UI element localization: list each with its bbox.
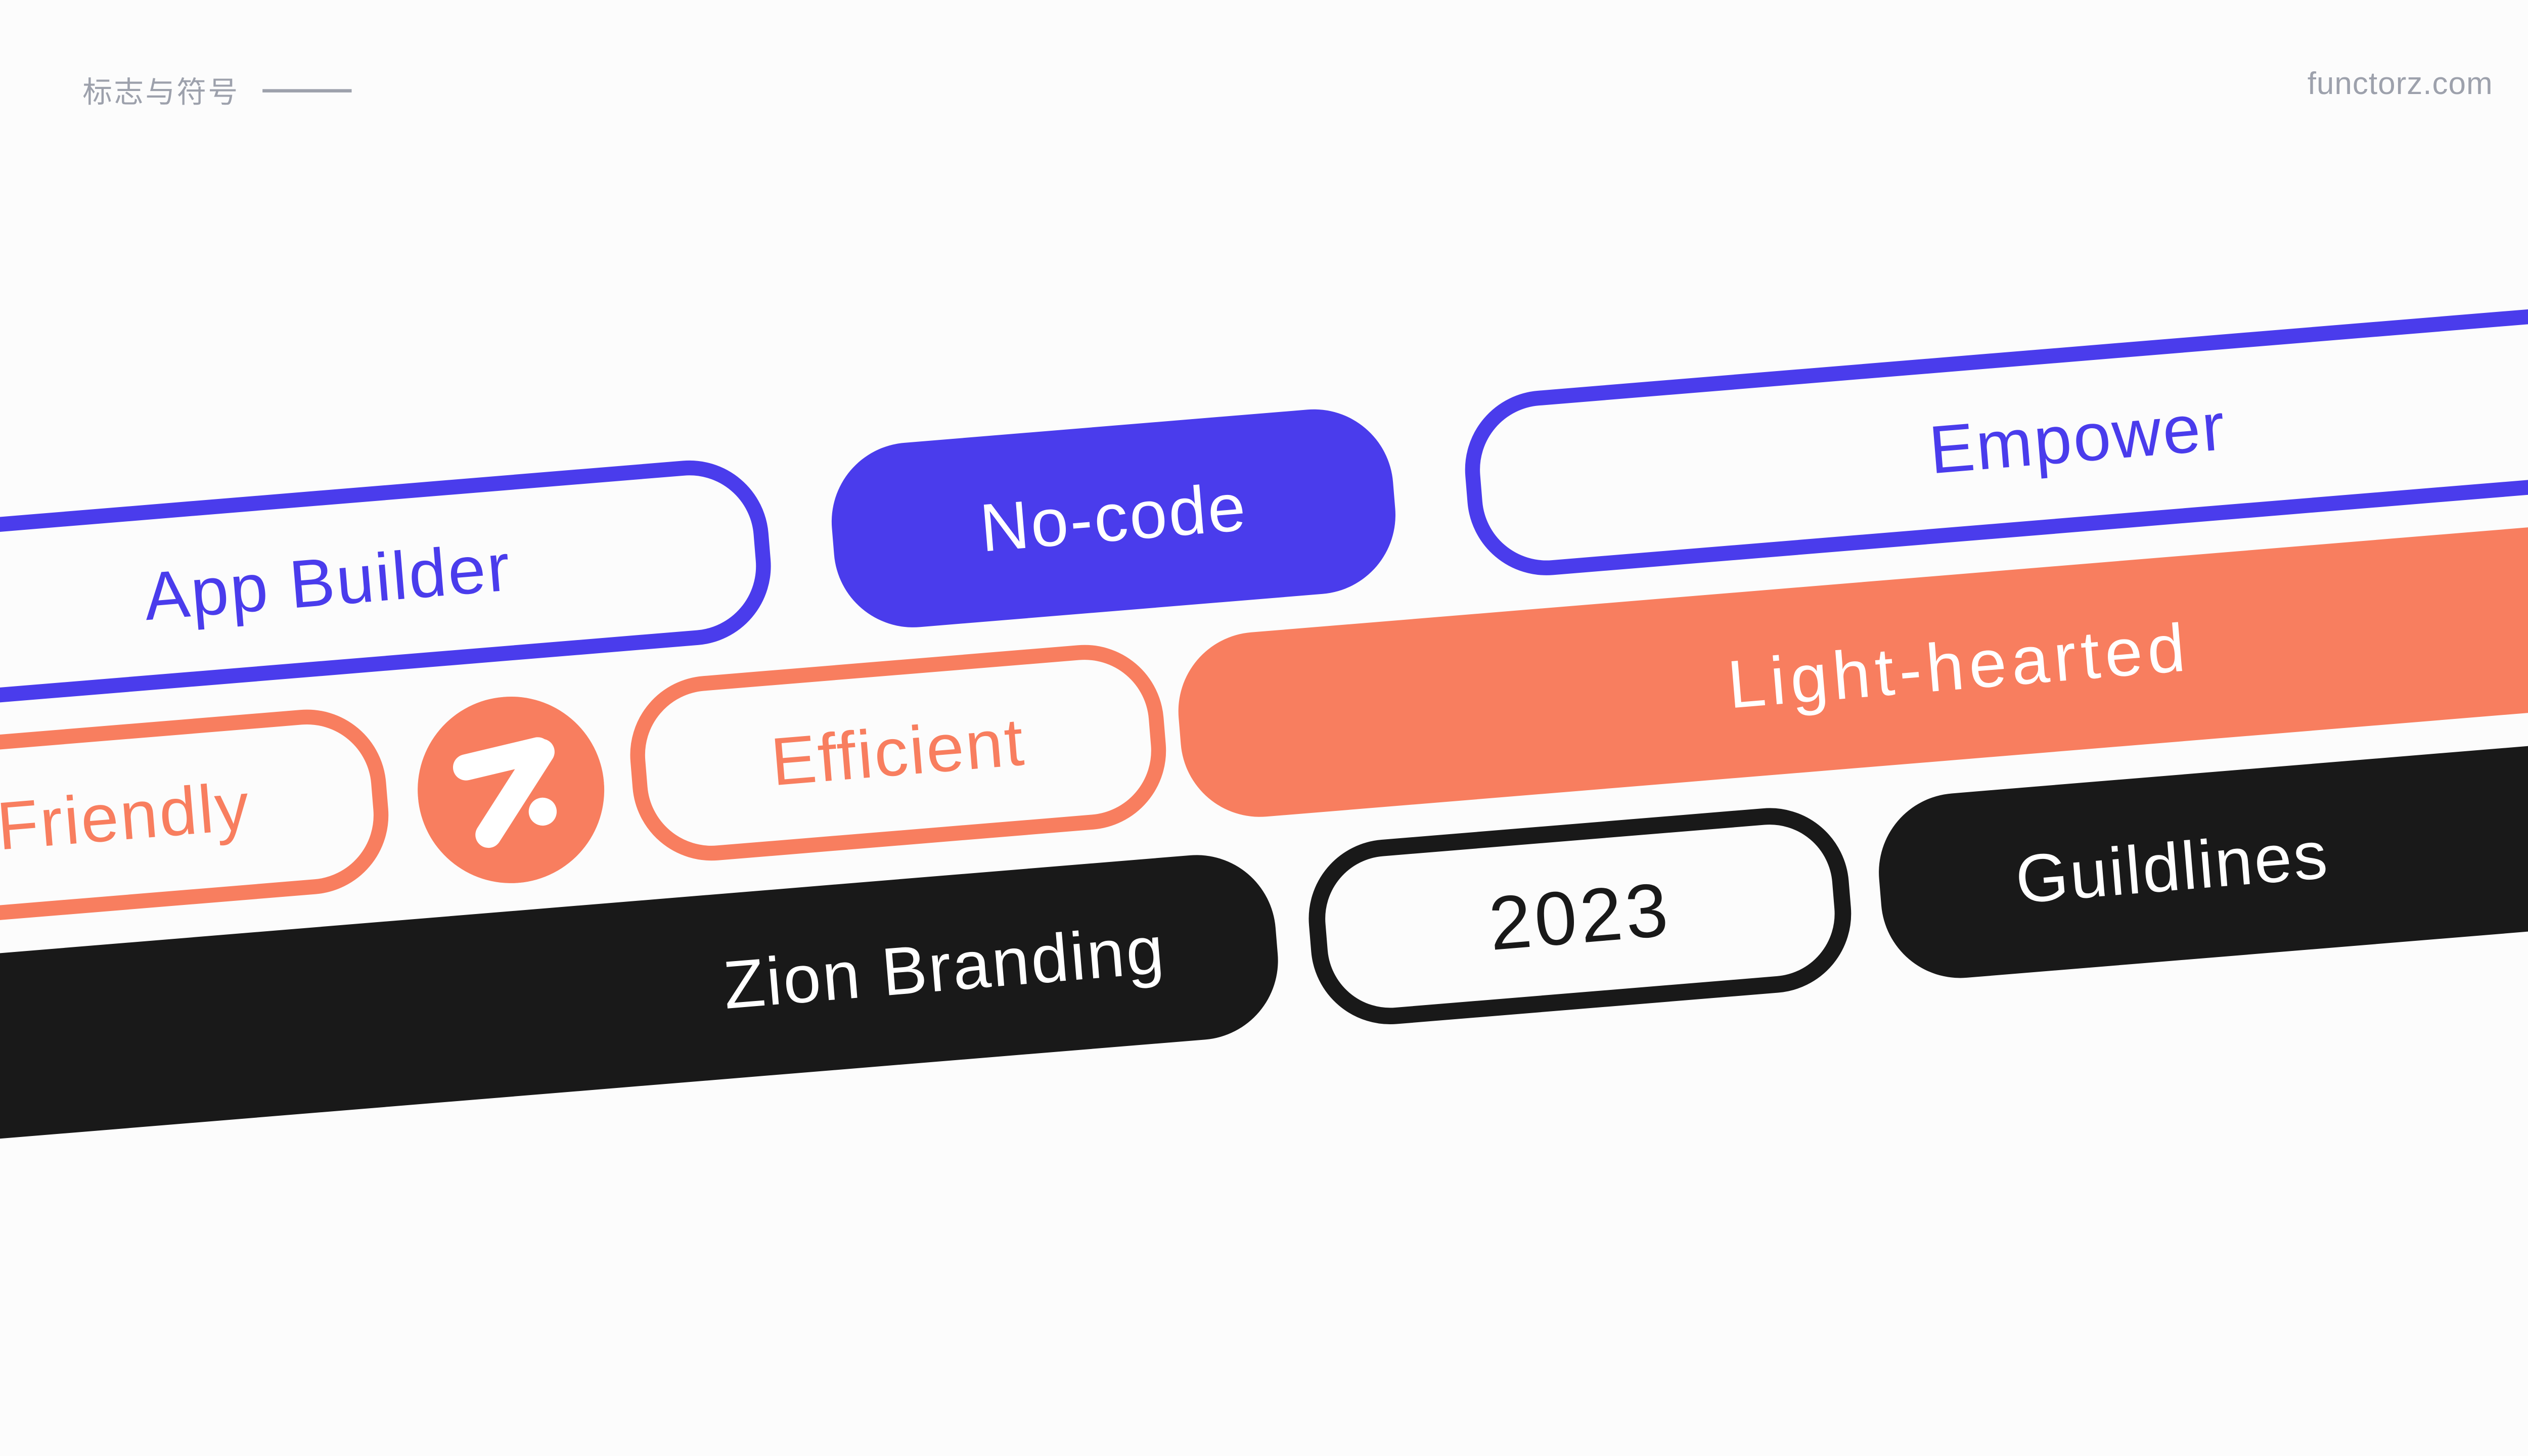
badge-2023: 2023 (1302, 802, 1858, 1031)
badge-no-code: No-code (825, 403, 1402, 634)
header-left: 标志与符号 (82, 69, 352, 112)
badge-label: Empower (1926, 388, 2229, 488)
badge-label: Efficient (768, 703, 1028, 800)
badge-label: No-code (977, 469, 1250, 567)
badge-efficient: Efficient (624, 639, 1172, 867)
badge-label: Guildlines (2012, 816, 2332, 918)
badge-label: Light-hearted (1725, 609, 2193, 723)
badge-label: Friendly (0, 768, 254, 865)
badge-guildlines: Guildlines (1872, 729, 2528, 984)
badge-label: 2023 (1485, 866, 1675, 967)
zion-logo-svg (418, 696, 605, 883)
site-url: functorz.com (2307, 67, 2493, 103)
zion-logo-icon (411, 689, 612, 890)
badge-label: Zion Branding (720, 911, 1168, 1024)
badge-app-builder: App Builder (0, 454, 777, 711)
badge-friendly: Friendly (0, 703, 395, 931)
section-label: 标志与符号 (82, 76, 240, 109)
divider-line (262, 89, 352, 93)
badge-label: App Builder (141, 529, 514, 635)
badge-empower: Empower (1459, 296, 2528, 582)
